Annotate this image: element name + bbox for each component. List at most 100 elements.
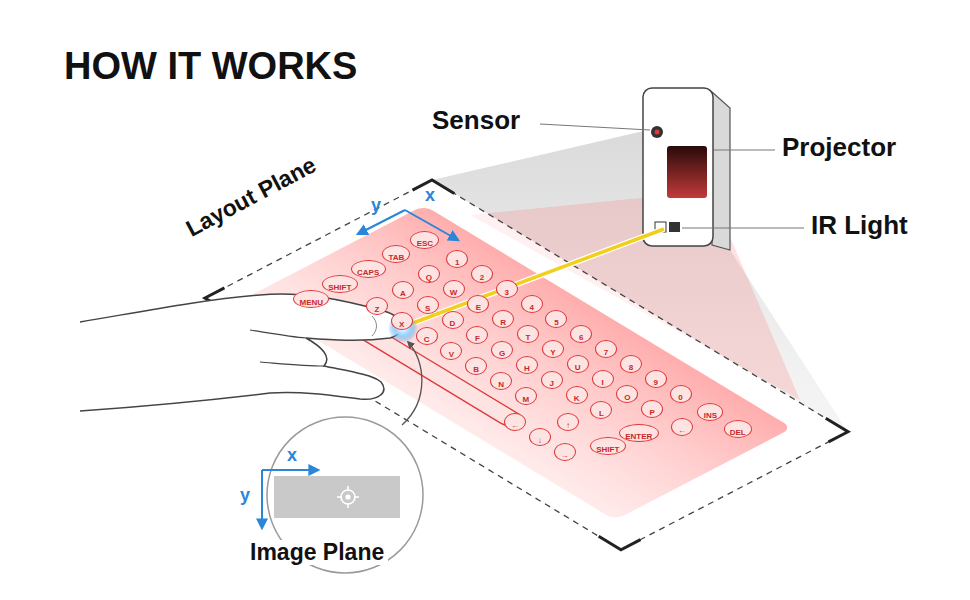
finger-line (250, 330, 306, 338)
key-button: S (417, 296, 439, 314)
target-icon (337, 486, 359, 508)
key-label: B (473, 362, 479, 378)
key-button: SHIFT (322, 275, 358, 293)
key-label: TAB (389, 250, 405, 266)
key-button: R (492, 310, 514, 328)
y-axis-arrow (358, 210, 405, 234)
key-label: O (624, 390, 630, 406)
key-label: ↑ (566, 418, 570, 434)
device-side (712, 92, 730, 250)
fingernail (372, 316, 377, 336)
key-label: ESC (417, 236, 433, 252)
key-label: INS (704, 408, 717, 424)
key-label: 7 (604, 345, 608, 361)
key-button: Y (542, 340, 564, 358)
key-button: DEL (724, 420, 752, 438)
key-button: → (554, 443, 576, 461)
key-button: A (392, 281, 414, 299)
part-label: Projector (782, 133, 896, 162)
projector-lens (667, 146, 707, 198)
key-label: D (450, 316, 456, 332)
corner-brackets (205, 180, 848, 550)
ir-beam (405, 229, 664, 326)
key-label: P (650, 405, 655, 421)
key-label: ↓ (538, 433, 542, 449)
key-button: D (442, 311, 464, 329)
key-button: SHIFT (590, 437, 626, 455)
key-button: U (567, 355, 589, 373)
key-label: DEL (730, 425, 746, 441)
axis-label: y (240, 486, 250, 506)
axis-label: y (371, 196, 381, 216)
key-label: X (399, 317, 404, 333)
key-button: CAPS (351, 260, 386, 278)
key-button: MENU (293, 290, 329, 308)
key-label: L (599, 406, 604, 422)
leader-line (714, 150, 775, 151)
key-label: 5 (554, 315, 558, 331)
key-button: ENTER (619, 424, 659, 442)
key-label: Y (550, 345, 555, 361)
plane-label: Image Plane (246, 540, 388, 565)
key-label: S (425, 301, 430, 317)
key-label: K (574, 391, 580, 407)
key-label: V (449, 347, 454, 363)
key-button: 0 (670, 385, 692, 403)
key-button: 3 (496, 280, 518, 298)
key-label: N (498, 377, 504, 393)
part-label: Sensor (432, 106, 520, 135)
title: HOW IT WORKS (64, 46, 357, 88)
key-label: 0 (678, 390, 682, 406)
key-label: R (500, 315, 506, 331)
key-label: H (524, 361, 530, 377)
key-button: Q (418, 265, 440, 283)
key-button: ← (671, 418, 693, 436)
sensor-window (651, 126, 663, 138)
key-label: J (550, 376, 554, 392)
key-label: 3 (505, 285, 509, 301)
key-label: 9 (654, 375, 658, 391)
key-label: ENTER (625, 429, 652, 445)
key-label: 1 (455, 255, 459, 271)
key-button: J (541, 371, 563, 389)
key-button: 4 (521, 295, 543, 313)
key-label: ← (511, 418, 519, 434)
key-button: K (566, 386, 588, 404)
key-label: CAPS (357, 265, 379, 281)
key-label: M (523, 392, 530, 408)
key-label: U (575, 360, 581, 376)
key-label: W (450, 285, 458, 301)
keyboard-device (643, 88, 730, 250)
key-label: Z (375, 302, 380, 318)
key-label: 2 (480, 270, 484, 286)
sensor-dot (655, 130, 660, 135)
key-label: 6 (579, 330, 583, 346)
finger-line (260, 362, 324, 366)
key-button: ESC (410, 231, 439, 249)
ir-beam-halo (405, 229, 664, 326)
x-axis-arrow (262, 469, 318, 471)
axis-label: x (287, 446, 297, 466)
key-label: G (499, 346, 505, 362)
key-label: E (476, 300, 481, 316)
key-label: MENU (300, 295, 324, 311)
key-label: C (424, 332, 430, 348)
y-axis-arrow (261, 470, 263, 528)
key-button: C (416, 327, 438, 345)
leader-line (540, 124, 650, 130)
key-label: A (400, 286, 406, 302)
image-plane-rect (274, 476, 400, 518)
layout-plane (205, 180, 848, 550)
hand-outline (80, 294, 402, 411)
key-button: 2 (471, 265, 493, 283)
key-button: 9 (645, 370, 667, 388)
key-label: ← (678, 423, 686, 439)
key-button: ← (504, 413, 526, 431)
hand (80, 294, 402, 411)
plane-ground (205, 180, 848, 550)
key-button: I (592, 370, 614, 388)
key-button: ↓ (529, 428, 551, 446)
device-body (643, 88, 713, 246)
plane-label: Layout Plane (182, 152, 320, 242)
key-label: SHIFT (328, 280, 351, 296)
